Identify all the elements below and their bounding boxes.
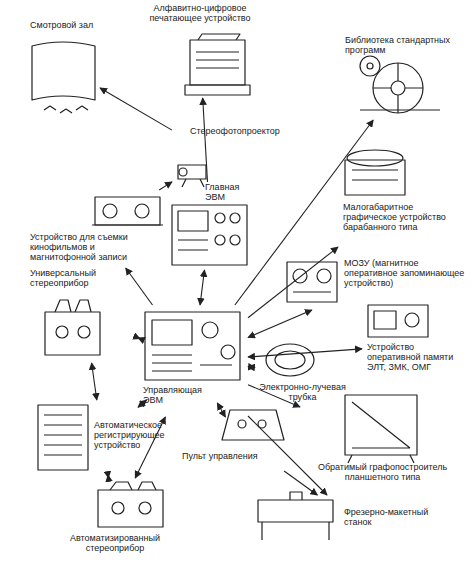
connector-arrow: [217, 403, 225, 417]
device-node: Алфавитно-цифровое печатающее устройство: [135, 3, 265, 98]
device-label: Стереофотопроектор: [190, 126, 257, 136]
device-node: Автоматическое регистрирующее устройство: [32, 400, 172, 475]
device-node: Стереофотопроектор: [172, 126, 257, 184]
device-label: Алфавитно-цифровое печатающее устройство: [135, 3, 265, 23]
device-node: Малогабаритное графическое устройство ба…: [338, 140, 468, 252]
connector-arrow: [100, 88, 172, 130]
device-label: Управляющая ЭВМ: [143, 385, 223, 405]
connector-arrow: [107, 475, 109, 478]
device-label: Смотровой зал: [30, 20, 100, 30]
device-label: Устройство оперативной памяти ЭЛТ, ЗМК, …: [367, 342, 470, 372]
device-node: Библиотека стандартных программ: [340, 35, 470, 120]
device-node: Обратимый графопостроитель планшетного т…: [300, 390, 465, 495]
connector-arrow: [248, 247, 338, 318]
connector-arrow: [159, 182, 172, 190]
device-node: Устройство оперативной памяти ЭЛТ, ЗМК, …: [362, 300, 470, 390]
device-label: Библиотека стандартных программ: [345, 35, 465, 55]
device-label: Электронно-лучевая трубка: [255, 382, 350, 402]
device-node: Автоматизированный стереоприбор: [50, 478, 180, 560]
device-node: Устройство для съемки кинофильмов и магн…: [30, 190, 165, 268]
device-label: Малогабаритное графическое устройство ба…: [343, 202, 468, 232]
connector-arrow: [248, 366, 255, 368]
device-node: Главная ЭВМ: [165, 182, 255, 270]
connector-arrow: [203, 98, 208, 182]
connector-arrow: [248, 416, 327, 495]
device-label: Устройство для съемки кинофильмов и магн…: [30, 232, 160, 262]
connector-arrow: [200, 270, 204, 305]
device-label: МОЗУ (магнитное оперативное запоминающее…: [344, 258, 470, 288]
device-label: Автоматическое регистрирующее устройство: [94, 420, 172, 450]
connector-arrow: [92, 363, 97, 400]
device-label: Универсальный стереоприбор: [30, 268, 140, 288]
device-node: МОЗУ (магнитное оперативное запоминающее…: [282, 255, 470, 310]
connector-arrow: [284, 471, 317, 495]
device-node: Универсальный стереоприбор: [30, 268, 140, 363]
connector-arrow: [138, 337, 140, 339]
connector-arrow: [126, 268, 153, 305]
device-node: Электронно-лучевая трубка: [255, 340, 350, 405]
connector-arrow: [248, 310, 312, 337]
device-node: Фрезерно-макетный станок: [252, 495, 452, 545]
device-label: Обратимый графопостроитель планшетного т…: [300, 462, 465, 482]
device-node: Управляющая ЭВМ: [138, 305, 248, 417]
device-label: Пульт управления: [182, 451, 262, 461]
device-node: Пульт управления: [182, 403, 292, 471]
device-label: Фрезерно-макетный станок: [344, 507, 452, 527]
device-label: Автоматизированный стереоприбор: [50, 533, 180, 553]
connector-arrow: [248, 349, 362, 357]
device-label: Главная ЭВМ: [205, 182, 255, 202]
device-node: Смотровой зал: [30, 20, 100, 115]
